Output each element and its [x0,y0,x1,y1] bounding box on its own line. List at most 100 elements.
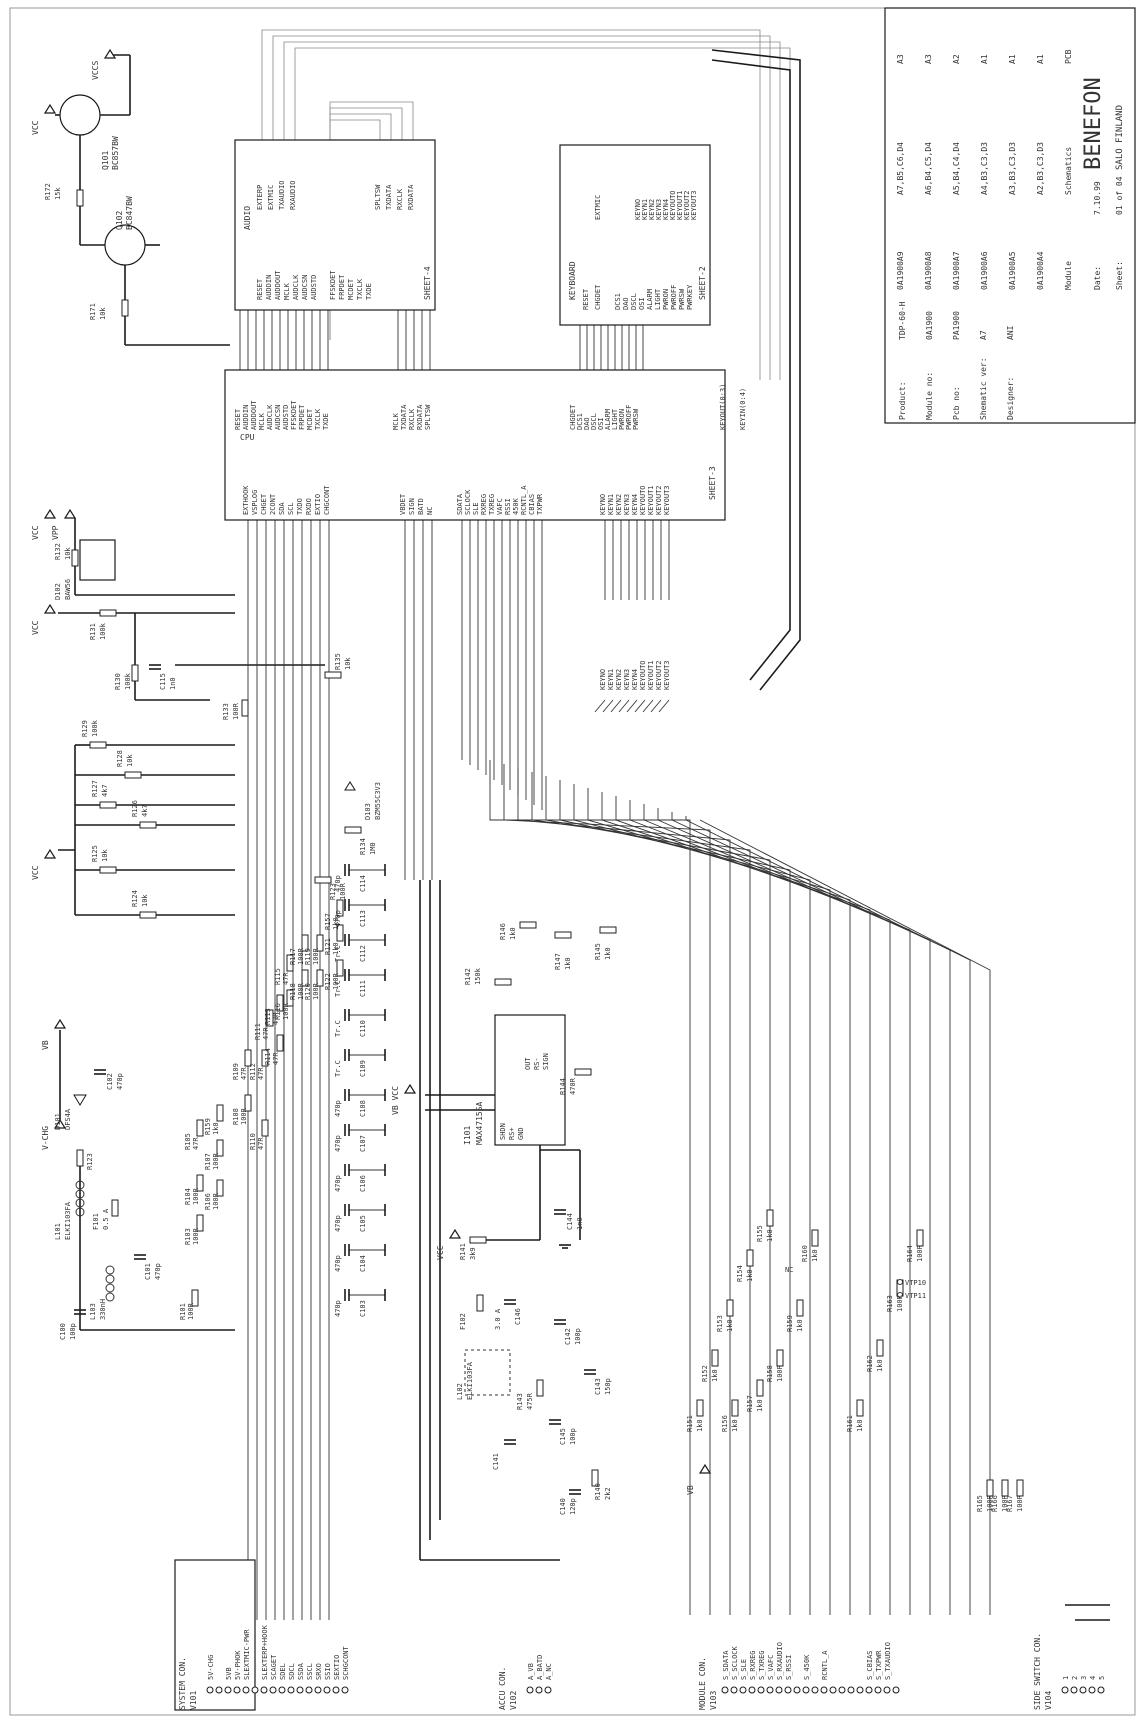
resistor-value: 1k0 [332,942,340,955]
resistor-value: 1k0 [811,1249,819,1262]
connector-pin-label: S_VAFC [767,1655,775,1680]
resistor-ref: R165 [976,1495,984,1512]
coil-turn [105,1283,115,1293]
connector-pin-label: S_RXREG [749,1650,757,1680]
revision-refs: A2,B3,C3,D3 [1036,142,1045,195]
resistor-symbol [916,1229,924,1247]
resistor-symbol [111,1199,119,1217]
transistor-ref: Q102 [115,211,124,230]
capacitor-value: Tr.C [334,1020,342,1037]
capacitor-value: 100p [569,1428,577,1445]
resistor-ref: R154 [736,1265,744,1282]
revision-refs: A7,B5,C6,D4 [896,142,905,195]
resistor-value: 10k [141,894,149,907]
bus-label: KEYIN(0:4) [739,388,747,430]
audio-block [234,139,436,311]
test-point-icon [897,1292,903,1298]
connector-pin-icon [721,1686,729,1694]
resistor-value: 47R [272,1012,280,1025]
resistor-ref: R133 [222,703,230,720]
resistor-symbol [276,1034,284,1052]
resistor-symbol [1001,1479,1009,1497]
resistor-value: 1k0 [332,917,340,930]
resistor-ref: R161 [846,1415,854,1432]
capacitor-ref: C107 [359,1135,367,1152]
resistor-ref: R115 [274,968,282,985]
resistor-ref: R110 [249,1133,257,1150]
connector-pin-label: S_SDATA [722,1650,730,1680]
revision-rev: A3 [924,54,933,64]
capacitor-value: 470p [334,1175,342,1192]
resistor-symbol [316,969,324,987]
pin-label: AUDDOUT [250,400,258,430]
resistor-value: 100R [212,1152,220,1170]
pin-label: KEYOUTO [669,190,677,220]
connector-pin-label: S_RXAUDIO [776,1642,784,1680]
resistor-value: 100R [986,1494,994,1512]
connector-pin-icon [269,1686,277,1694]
pin-label: CHGET [260,493,268,515]
resistor-ref: R160 [801,1245,809,1262]
company-location: SALO FINLAND [1115,105,1125,170]
resistor-value: 100R [1001,1494,1009,1512]
connector-pin-icon [730,1686,738,1694]
pin-label: MCDET [347,278,355,300]
pin-label: DCS1 [576,413,584,430]
block-title: CPU [240,433,255,442]
resistor-ref: R153 [716,1315,724,1332]
pcb-label: PCB [1064,49,1073,64]
pin-label: RSSI [504,498,512,515]
resistor-value: 100R [312,982,320,1000]
connector-pin-icon [251,1686,259,1694]
company-name: BENEFON [1081,77,1106,170]
field-label: Module no: [925,372,934,420]
resistor-symbol [216,1179,224,1197]
connector-pin-label: S_TXAUDIO [884,1642,892,1680]
capacitor-value: 470p [334,1300,342,1317]
resistor-ref: R159 [786,1315,794,1332]
resistor-symbol [286,954,294,972]
resistor-ref: R147 [554,953,562,970]
resistor-symbol [131,664,139,682]
pin-label: RXCLK [408,408,416,430]
connector-pin-label: S_SCLOCK [731,1645,739,1680]
cpu-block [224,369,726,521]
ic-pin-label: RS+ [508,1127,516,1140]
test-point-label: VTP11 [905,1292,926,1300]
connector-pin-icon [829,1686,837,1694]
supply-arrow-icon [43,103,57,114]
resistor-ref: R108 [232,1108,240,1125]
resistor-ref: R119 [304,948,312,965]
connector-pin-icon [766,1686,774,1694]
resistor-symbol [336,924,344,942]
pin-label: RXAUDIO [289,180,297,210]
connector-pin-icon [206,1686,214,1694]
pin-label: 2CONT [269,493,277,515]
pin-label: AUDCLK [266,404,274,430]
transistor-q102 [104,224,146,266]
coil-turn [75,1198,85,1208]
connector-ref: V102 [509,1691,518,1710]
resistor-value: 10k [126,754,134,767]
revision-refs: A5,B4,C4,D4 [952,142,961,195]
capacitor-ref: C143 [594,1378,602,1395]
pin-label: EXTHOOK [242,485,250,515]
fuse-ref: F101 [92,1213,100,1230]
resistor-value: 100R [192,1227,200,1245]
resistor-value: 1k0 [604,947,612,960]
pin-label: KEYN4 [631,494,639,515]
supply-arrow-icon [103,48,117,59]
connector-pin-icon [739,1686,747,1694]
test-point-label: VTP10 [905,1279,926,1287]
capacitor-ref: C106 [359,1175,367,1192]
resistor-value: 1k0 [212,1122,220,1135]
wire [283,41,781,380]
ic-ref: I101 [463,1126,472,1145]
coil-ref: L103 [89,1303,97,1320]
connector-pin-label: SSIO [324,1663,332,1680]
pin-label: TXDATA [385,184,393,210]
pin-label: MCDET [306,408,314,430]
connector-pin-icon [883,1686,891,1694]
field-label: Shematic ver: [979,357,988,420]
pin-label: PWROFF [625,405,633,430]
